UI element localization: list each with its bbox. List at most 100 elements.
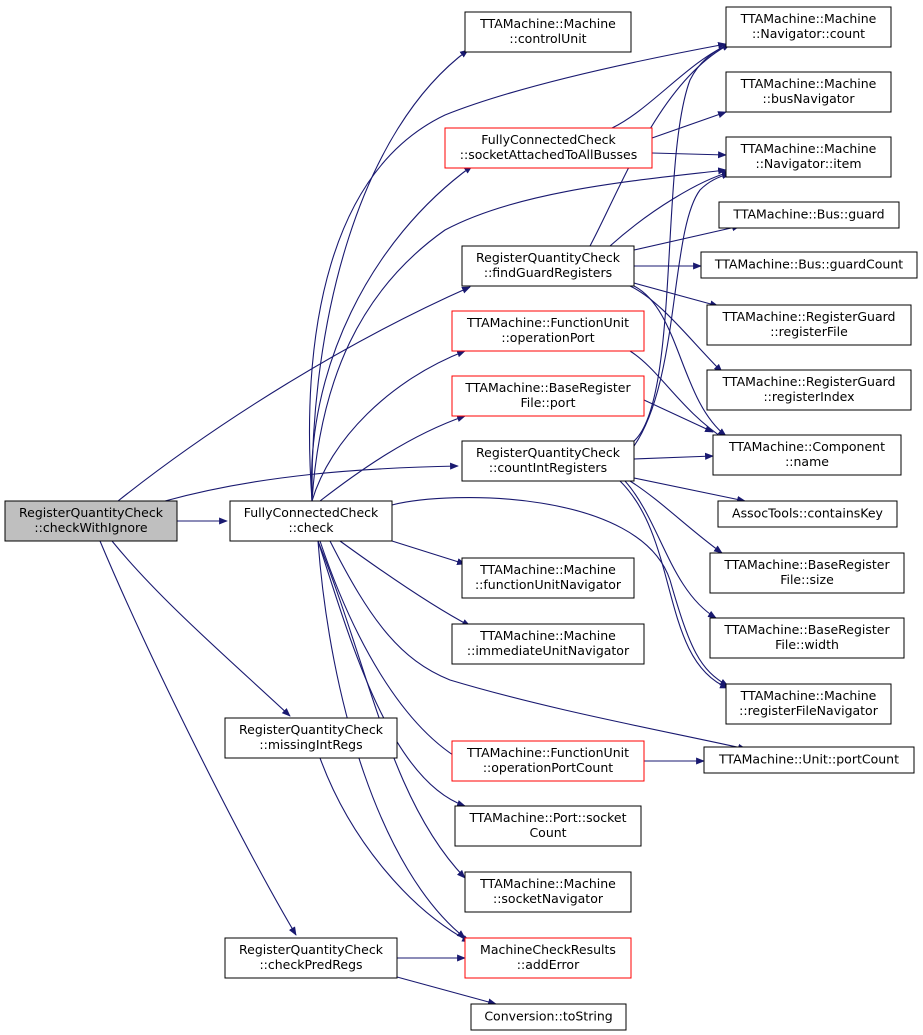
node-label-line: ::Navigator::count (752, 26, 865, 41)
node-label-line: Count (529, 825, 566, 840)
node-box (718, 201, 900, 229)
node-label-line: Conversion::toString (484, 1009, 612, 1024)
node-label-line: TTAMachine::BaseRegister (723, 557, 890, 572)
node-box (725, 683, 892, 725)
node-box (451, 310, 645, 352)
node-label-line: TTAMachine::Machine (479, 876, 616, 891)
node-label-line: ::controlUnit (509, 31, 586, 46)
node-box (224, 937, 398, 979)
node-rg-ri[interactable]: TTAMachine::RegisterGuard::registerIndex (706, 369, 912, 411)
node-m-busnav[interactable]: TTAMachine::Machine::busNavigator (725, 71, 892, 113)
node-label-line: ::operationPortCount (483, 760, 613, 775)
node-box (706, 369, 912, 411)
edge-fcc-check-to-unit-pc (329, 540, 747, 751)
node-fu-opport[interactable]: TTAMachine::FunctionUnit::operationPort (451, 310, 645, 352)
node-label-line: TTAMachine::Machine (740, 76, 877, 91)
node-label-line: TTAMachine::BaseRegister (464, 380, 631, 395)
node-box (717, 500, 898, 528)
edge-fcc-check-to-m-funav (391, 540, 466, 565)
node-label-line: MachineCheckResults (480, 942, 616, 957)
node-label-line: ::findGuardRegisters (484, 265, 612, 280)
node-rqc-missing[interactable]: RegisterQuantityCheck::missingIntRegs (224, 717, 398, 759)
node-box (454, 805, 642, 847)
edge-rqc-count-to-m-rfnav (619, 480, 729, 689)
edge-rqc-missing-to-mcr-add (319, 757, 471, 943)
node-label-line: ::operationPort (501, 330, 594, 345)
node-m-control[interactable]: TTAMachine::Machine::controlUnit (464, 11, 632, 53)
edge-fcc-socket-to-nav-item (651, 151, 727, 159)
node-box (709, 552, 905, 594)
node-label-line: ::Navigator::item (755, 156, 861, 171)
edge-fcc-check-to-nav-count (308, 41, 727, 502)
node-label-line: TTAMachine::FunctionUnit (466, 315, 629, 330)
node-label-line: ::name (785, 454, 829, 469)
node-fu-opcount[interactable]: TTAMachine::FunctionUnit::operationPortC… (451, 740, 645, 782)
node-box (464, 937, 632, 979)
node-rg-rf[interactable]: TTAMachine::RegisterGuard::registerFile (706, 304, 912, 346)
node-label-line: TTAMachine::FunctionUnit (466, 745, 629, 760)
node-comp-name[interactable]: TTAMachine::Component::name (712, 434, 902, 476)
node-rqc-find[interactable]: RegisterQuantityCheck::findGuardRegister… (461, 245, 635, 287)
edge-fcc-check-to-m-socknav (317, 540, 466, 879)
node-box (725, 71, 892, 113)
edge-root-to-rqc-find (117, 286, 471, 502)
node-bus-gcount[interactable]: TTAMachine::Bus::guardCount (700, 251, 918, 279)
node-m-socknav[interactable]: TTAMachine::Machine::socketNavigator (464, 871, 632, 913)
node-label-line: ::socketAttachedToAllBusses (460, 147, 637, 162)
node-label-line: TTAMachine::Unit::portCount (718, 752, 899, 767)
node-box (703, 746, 915, 774)
edge-fcc-check-to-mcr-add (317, 540, 466, 939)
node-m-imnav[interactable]: TTAMachine::Machine::immediateUnitNaviga… (451, 623, 645, 665)
node-rqc-count[interactable]: RegisterQuantityCheck::countIntRegisters (461, 440, 635, 482)
node-unit-pc[interactable]: TTAMachine::Unit::portCount (703, 746, 915, 774)
node-label-line: TTAMachine::Machine (740, 688, 877, 703)
node-conv[interactable]: Conversion::toString (470, 1003, 627, 1031)
node-label-line: ::functionUnitNavigator (475, 577, 622, 592)
node-box (706, 304, 912, 346)
edge-fcc-check-to-port-sock (317, 540, 466, 807)
node-m-rfnav[interactable]: TTAMachine::Machine::registerFileNavigat… (725, 683, 892, 725)
edge-fcc-socket-to-m-busnav (651, 111, 727, 139)
node-label-line: TTAMachine::Machine (740, 141, 877, 156)
node-box (444, 127, 653, 169)
node-fcc-socket[interactable]: FullyConnectedCheck::socketAttachedToAll… (444, 127, 653, 169)
node-label-line: ::addError (517, 957, 580, 972)
node-nav-item[interactable]: TTAMachine::Machine::Navigator::item (725, 136, 892, 178)
node-box (229, 500, 393, 542)
node-box (451, 740, 645, 782)
node-fcc-check[interactable]: FullyConnectedCheck::check (229, 500, 393, 542)
node-nav-count[interactable]: TTAMachine::Machine::Navigator::count (725, 6, 892, 48)
edge-rqc-find-to-nav-item (609, 170, 731, 247)
node-box (461, 440, 635, 482)
node-label-line: File::size (780, 572, 834, 587)
node-label-line: ::registerIndex (763, 389, 854, 404)
edge-root-to-rqc-missing (111, 540, 291, 717)
node-label-line: TTAMachine::RegisterGuard (722, 309, 896, 324)
node-root[interactable]: RegisterQuantityCheck::checkWithIgnore (4, 500, 178, 542)
node-label-line: ::checkWithIgnore (34, 520, 147, 535)
node-label-line: TTAMachine::Port::socket (468, 810, 626, 825)
node-bus-guard[interactable]: TTAMachine::Bus::guard (718, 201, 900, 229)
node-assoc[interactable]: AssocTools::containsKey (717, 500, 898, 528)
node-box (709, 617, 905, 659)
node-label-line: ::check (288, 520, 334, 535)
node-label-line: TTAMachine::Machine (479, 628, 616, 643)
edge-rqc-count-to-comp-name (633, 452, 714, 460)
node-m-funav[interactable]: TTAMachine::Machine::functionUnitNavigat… (461, 557, 635, 599)
node-rqc-pred[interactable]: RegisterQuantityCheck::checkPredRegs (224, 937, 398, 979)
node-label-line: ::busNavigator (763, 91, 856, 106)
node-box (464, 871, 632, 913)
node-label-line: FullyConnectedCheck (244, 505, 379, 520)
node-label-line: TTAMachine::Machine (479, 16, 616, 31)
node-box (461, 557, 635, 599)
node-label-line: ::checkPredRegs (259, 957, 362, 972)
node-mcr-add[interactable]: MachineCheckResults::addError (464, 937, 632, 979)
node-box (451, 375, 645, 417)
node-label-line: RegisterQuantityCheck (239, 942, 384, 957)
edge-rqc-count-to-assoc (633, 477, 746, 503)
node-label-line: ::registerFileNavigator (739, 703, 879, 718)
